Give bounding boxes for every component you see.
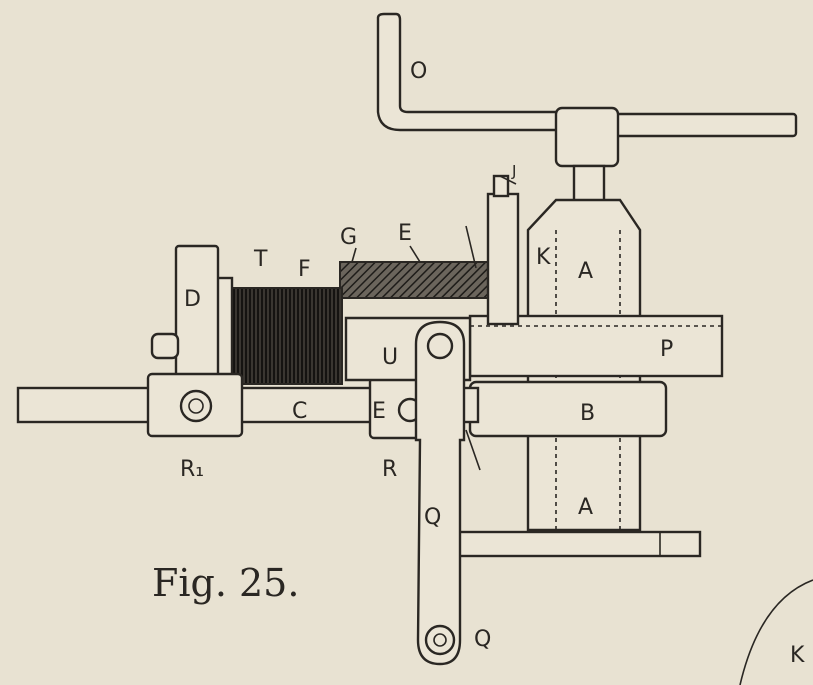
handle-hub [554, 106, 620, 168]
label-d: D [184, 287, 201, 312]
bar-b [468, 380, 668, 438]
label-p: P [660, 337, 673, 362]
label-q-bot: Q [474, 627, 491, 652]
label-r: R [382, 457, 397, 482]
label-e-top: E [398, 221, 412, 246]
label-j: J [511, 162, 516, 180]
lever-q [414, 320, 466, 666]
label-f: F [298, 257, 311, 282]
label-b: B [580, 401, 595, 426]
bracket-k [486, 192, 520, 326]
label-g: G [340, 225, 357, 250]
spindle-neck [572, 164, 606, 204]
label-q-mid: Q [424, 505, 441, 530]
label-t: T [253, 247, 268, 272]
carriage-ge [339, 237, 507, 317]
base-plate [454, 530, 702, 558]
label-c: C [292, 399, 307, 424]
figure-caption: Fig. 25. [152, 561, 299, 605]
disc-d [174, 244, 220, 386]
label-e-mid: E [372, 399, 386, 424]
handle-bar-right [610, 112, 798, 138]
label-u: U [382, 345, 398, 370]
label-r1: R₁ [180, 457, 204, 482]
label-a-bot: A [578, 495, 593, 520]
coil-t [229, 287, 343, 385]
adjacent-figure-edge [739, 579, 813, 685]
label-a-top: A [578, 259, 593, 284]
label-k-edge: K [790, 643, 805, 668]
label-o: O [410, 59, 427, 84]
crank-handle [376, 12, 568, 132]
small-stub [150, 332, 180, 360]
label-k: K [536, 245, 551, 270]
